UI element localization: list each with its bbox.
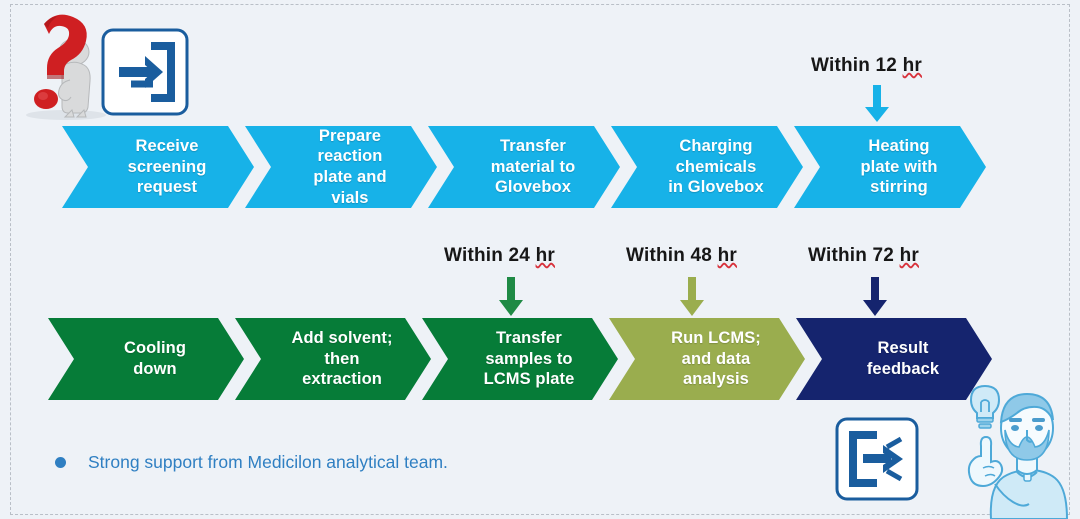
step-transfer-samples-to-lcms-plate[interactable]: Transfer samples to LCMS plate — [422, 318, 618, 400]
time-label-unit: hr — [717, 245, 737, 266]
lightbulb-icon — [969, 384, 1001, 429]
down-arrow-24-hr — [497, 277, 525, 317]
step-line: request — [136, 178, 198, 197]
time-label-unit: hr — [899, 245, 919, 266]
step-transfer-material-to-glovebox[interactable]: Transfer material to Glovebox — [428, 126, 620, 208]
time-label-within-48-hr: Within 48 hr — [626, 245, 737, 267]
step-line: then — [324, 349, 360, 368]
step-line: plate and — [313, 168, 387, 186]
step-line: Result — [877, 339, 929, 358]
step-line: screening — [127, 157, 207, 176]
step-line: Add solvent; — [291, 329, 393, 348]
down-arrow-12-hr — [863, 85, 891, 123]
step-line: in Glovebox — [668, 178, 764, 197]
step-line: chemicals — [675, 157, 757, 176]
step-line: Run LCMS; — [671, 329, 761, 348]
step-line: Cooling — [123, 339, 187, 358]
time-label-text: Within 72 — [808, 245, 900, 266]
time-label-within-72-hr: Within 72 hr — [808, 245, 919, 267]
step-prepare-reaction-plate-and-vials[interactable]: Prepare reaction plate and vials — [245, 126, 437, 208]
step-charging-chemicals-in-glovebox[interactable]: Charging chemicals in Glovebox — [611, 126, 803, 208]
time-label-unit: hr — [902, 55, 922, 76]
step-run-lcms-and-data-analysis[interactable]: Run LCMS; and data analysis — [609, 318, 805, 400]
down-arrow-48-hr — [678, 277, 706, 317]
step-result-feedback[interactable]: Result feedback — [796, 318, 992, 400]
step-line: Heating — [868, 137, 930, 156]
step-line: Charging — [679, 137, 753, 156]
step-heating-plate-with-stirring[interactable]: Heating plate with stirring — [794, 126, 986, 208]
step-line: Glovebox — [494, 178, 571, 197]
step-line: extraction — [302, 370, 382, 389]
question-mark-thinking-figure-icon — [14, 8, 110, 125]
time-label-unit: hr — [535, 245, 555, 266]
step-cooling-down[interactable]: Cooling down — [48, 318, 244, 400]
step-line: vials — [331, 188, 369, 207]
down-arrow-72-hr — [861, 277, 889, 317]
step-line: and data — [681, 349, 751, 368]
step-line: samples to — [485, 349, 573, 368]
step-line: analysis — [683, 370, 749, 389]
step-line: LCMS plate — [483, 370, 575, 389]
time-label-text: Within 48 — [626, 245, 718, 266]
time-label-within-12-hr: Within 12 hr — [811, 55, 922, 77]
step-line: Transfer — [500, 137, 566, 156]
login-enter-arrow-icon — [101, 28, 189, 121]
step-line: Receive — [135, 137, 199, 156]
step-line: plate with — [860, 157, 938, 176]
footer-bullet-item: Strong support from Medicilon analytical… — [55, 452, 448, 473]
step-receive-screening-request[interactable]: Receive screening request — [62, 126, 254, 208]
logout-exit-arrow-icon — [835, 417, 919, 506]
scientist-with-idea-lightbulb-icon — [955, 380, 1077, 519]
step-line: feedback — [866, 360, 940, 378]
step-line: down — [133, 360, 177, 378]
step-line: Transfer — [496, 329, 562, 348]
time-label-text: Within 24 — [444, 245, 536, 266]
time-label-within-24-hr: Within 24 hr — [444, 245, 555, 267]
step-line: Prepare — [318, 126, 382, 145]
step-add-solvent-then-extraction[interactable]: Add solvent; then extraction — [235, 318, 431, 400]
footer-bullet-text: Strong support from Medicilon analytical… — [88, 452, 448, 472]
step-line: reaction — [317, 147, 383, 166]
step-line: stirring — [870, 178, 928, 197]
bullet-dot-icon — [55, 457, 66, 468]
step-line: material to — [490, 157, 576, 176]
time-label-text: Within 12 — [811, 55, 903, 76]
